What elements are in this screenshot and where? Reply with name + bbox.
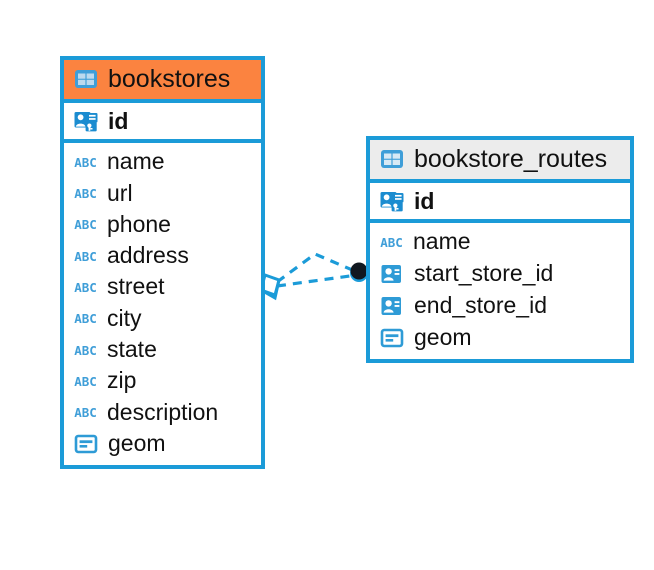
field-label: phone [107,210,171,237]
foreign-key-icon [381,296,401,315]
relationship-line-lower [276,273,358,288]
text-abc-icon: ABC [74,186,97,201]
fields-section-bookstores: ABC name ABC url ABC phone ABC [64,143,261,465]
geometry-icon [74,434,98,454]
svg-text:ABC: ABC [74,311,97,326]
field-row[interactable]: ABC url [64,178,261,209]
field-label: url [107,179,133,206]
field-label: geom [414,323,472,350]
field-label: end_store_id [414,291,547,318]
svg-text:ABC: ABC [380,235,403,250]
field-row[interactable]: id [370,183,630,219]
field-row[interactable]: ABC state [64,334,261,365]
field-row[interactable]: ABC description [64,397,261,428]
field-row[interactable]: start_store_id [370,258,630,290]
geometry-icon [380,328,404,347]
relationship-connector[interactable] [255,240,385,320]
primary-key-icon [74,112,98,132]
field-label: name [107,148,165,175]
field-row[interactable]: ABC address [64,240,261,271]
svg-text:ABC: ABC [74,280,97,295]
entity-title-bookstore-routes: bookstore_routes [414,145,608,173]
field-row[interactable]: ABC street [64,271,261,302]
svg-text:ABC: ABC [74,155,97,170]
fields-section-bookstore-routes: ABC name start_store_id [370,223,630,358]
text-abc-icon: ABC [74,155,97,170]
field-label: id [414,187,435,214]
svg-text:ABC: ABC [74,343,97,358]
svg-text:ABC: ABC [74,405,97,420]
field-row[interactable]: ABC name [370,226,630,257]
primary-key-section-bookstore-routes: id [370,179,630,224]
text-abc-icon: ABC [74,374,97,389]
entity-title-bookstores: bookstores [108,65,231,93]
field-row[interactable]: ABC city [64,303,261,334]
field-row[interactable]: end_store_id [370,290,630,322]
text-abc-icon: ABC [74,343,97,358]
primary-key-section-bookstores: id [64,99,261,144]
field-label: name [413,228,471,255]
text-abc-icon: ABC [74,249,97,264]
field-row[interactable]: geom [64,428,261,460]
field-label: city [107,304,142,331]
field-label: geom [108,430,166,457]
svg-text:ABC: ABC [74,217,97,232]
entity-header-bookstore-routes[interactable]: bookstore_routes [370,140,630,180]
entity-table-bookstore-routes[interactable]: bookstore_routes id [366,136,634,363]
table-icon [381,150,403,169]
field-label: id [108,107,129,134]
field-label: start_store_id [414,259,554,286]
svg-text:ABC: ABC [74,374,97,389]
field-label: description [107,398,219,425]
field-row[interactable]: ABC zip [64,365,261,396]
text-abc-icon: ABC [380,235,403,250]
relationship-target-circle-marker [350,262,368,282]
text-abc-icon: ABC [74,311,97,326]
field-row[interactable]: geom [370,322,630,354]
field-label: street [107,273,165,300]
svg-text:ABC: ABC [74,249,97,264]
table-icon [75,70,97,89]
field-row[interactable]: ABC phone [64,209,261,240]
field-label: address [107,242,189,269]
field-label: state [107,336,157,363]
entity-header-bookstores[interactable]: bookstores [64,60,261,100]
text-abc-icon: ABC [74,280,97,295]
field-row[interactable]: id [64,103,261,139]
primary-key-icon [380,192,404,212]
field-row[interactable]: ABC name [64,146,261,177]
svg-text:ABC: ABC [74,186,97,201]
text-abc-icon: ABC [74,217,97,232]
foreign-key-icon [381,264,401,283]
field-label: zip [107,367,137,394]
text-abc-icon: ABC [74,405,97,420]
entity-table-bookstores[interactable]: bookstores id [60,56,265,469]
